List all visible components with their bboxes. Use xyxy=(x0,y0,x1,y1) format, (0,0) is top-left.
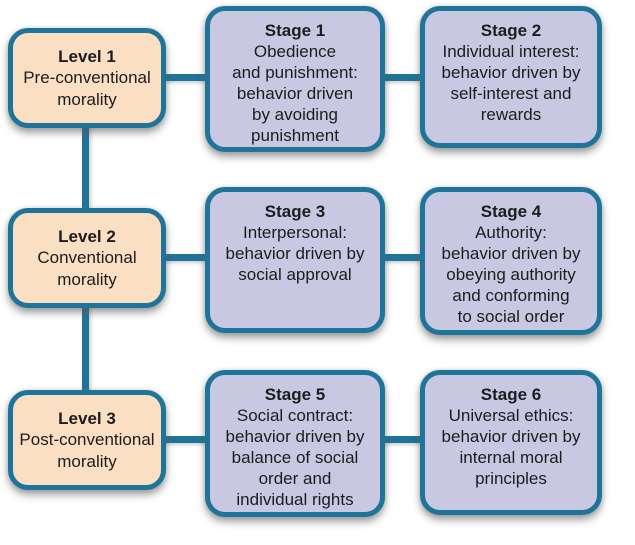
stage-5-body: Social contract: behavior driven by bala… xyxy=(225,406,365,510)
stage-3-title: Stage 3 xyxy=(264,202,326,221)
connector-level2-level3 xyxy=(82,304,89,394)
connector-level3-stage5 xyxy=(161,436,209,443)
stage-1-box: Stage 1 Obedience and punishment: behavi… xyxy=(205,6,385,152)
stage-3-box: Stage 3 Interpersonal: behavior driven b… xyxy=(205,187,385,333)
level-1-box: Level 1 Pre-conventional morality xyxy=(8,28,166,128)
stage-6-box: Stage 6 Universal ethics: behavior drive… xyxy=(420,370,602,515)
stage-5-box: Stage 5 Social contract: behavior driven… xyxy=(205,370,385,517)
stage-4-box: Stage 4 Authority: behavior driven by ob… xyxy=(420,187,602,335)
stage-2-box: Stage 2 Individual interest: behavior dr… xyxy=(420,6,602,148)
connector-level1-level2 xyxy=(82,124,89,212)
connector-stage3-stage4 xyxy=(380,254,424,261)
stage-6-title: Stage 6 xyxy=(480,385,542,404)
connector-level1-stage1 xyxy=(161,74,209,81)
stage-2-title: Stage 2 xyxy=(480,21,542,40)
stage-6-body: Universal ethics: behavior driven by int… xyxy=(441,406,581,489)
stage-3-body: Interpersonal: behavior driven by social… xyxy=(225,223,365,285)
stage-4-body: Authority: behavior driven by obeying au… xyxy=(441,223,581,327)
level-1-title: Level 1 xyxy=(58,47,116,67)
stage-4-title: Stage 4 xyxy=(480,202,542,221)
connector-stage5-stage6 xyxy=(380,436,424,443)
stage-1-body: Obedience and punishment: behavior drive… xyxy=(232,42,358,146)
stage-5-title: Stage 5 xyxy=(264,385,326,404)
connector-stage1-stage2 xyxy=(380,74,424,81)
level-3-title: Level 3 xyxy=(58,409,116,429)
stage-2-body: Individual interest: behavior driven by … xyxy=(441,42,581,125)
level-3-body: Post-conventional morality xyxy=(19,430,155,471)
level-3-box: Level 3 Post-conventional morality xyxy=(8,390,166,490)
stage-1-title: Stage 1 xyxy=(264,21,326,40)
level-2-body: Conventional morality xyxy=(37,248,137,289)
level-2-box: Level 2 Conventional morality xyxy=(8,208,166,308)
level-2-title: Level 2 xyxy=(58,227,116,247)
connector-level2-stage3 xyxy=(161,254,209,261)
level-1-body: Pre-conventional morality xyxy=(23,68,151,109)
